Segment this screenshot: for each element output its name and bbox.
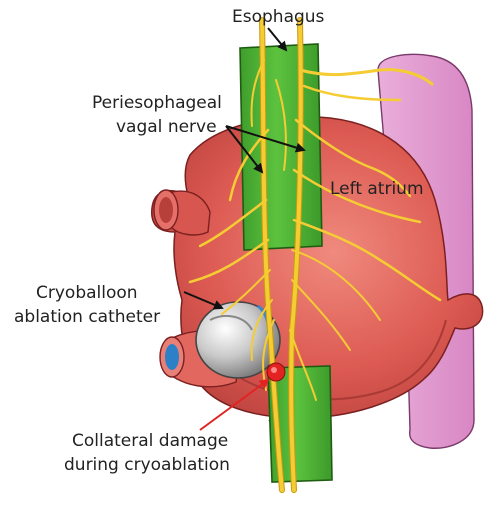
collateral-damage-spot — [267, 363, 285, 381]
label-cryoballoon-line2: ablation catheter — [14, 306, 160, 328]
esophagus-upper — [240, 44, 322, 250]
label-vagal-nerve-line1: Periesophageal — [92, 92, 222, 114]
label-collateral-line2: during cryoablation — [64, 454, 230, 476]
label-vagal-nerve-line2: vagal nerve — [116, 116, 217, 138]
label-esophagus: Esophagus — [232, 6, 324, 28]
label-collateral-line1: Collateral damage — [72, 430, 228, 452]
label-left-atrium: Left atrium — [330, 178, 424, 200]
label-cryoballoon-line1: Cryoballoon — [36, 282, 138, 304]
